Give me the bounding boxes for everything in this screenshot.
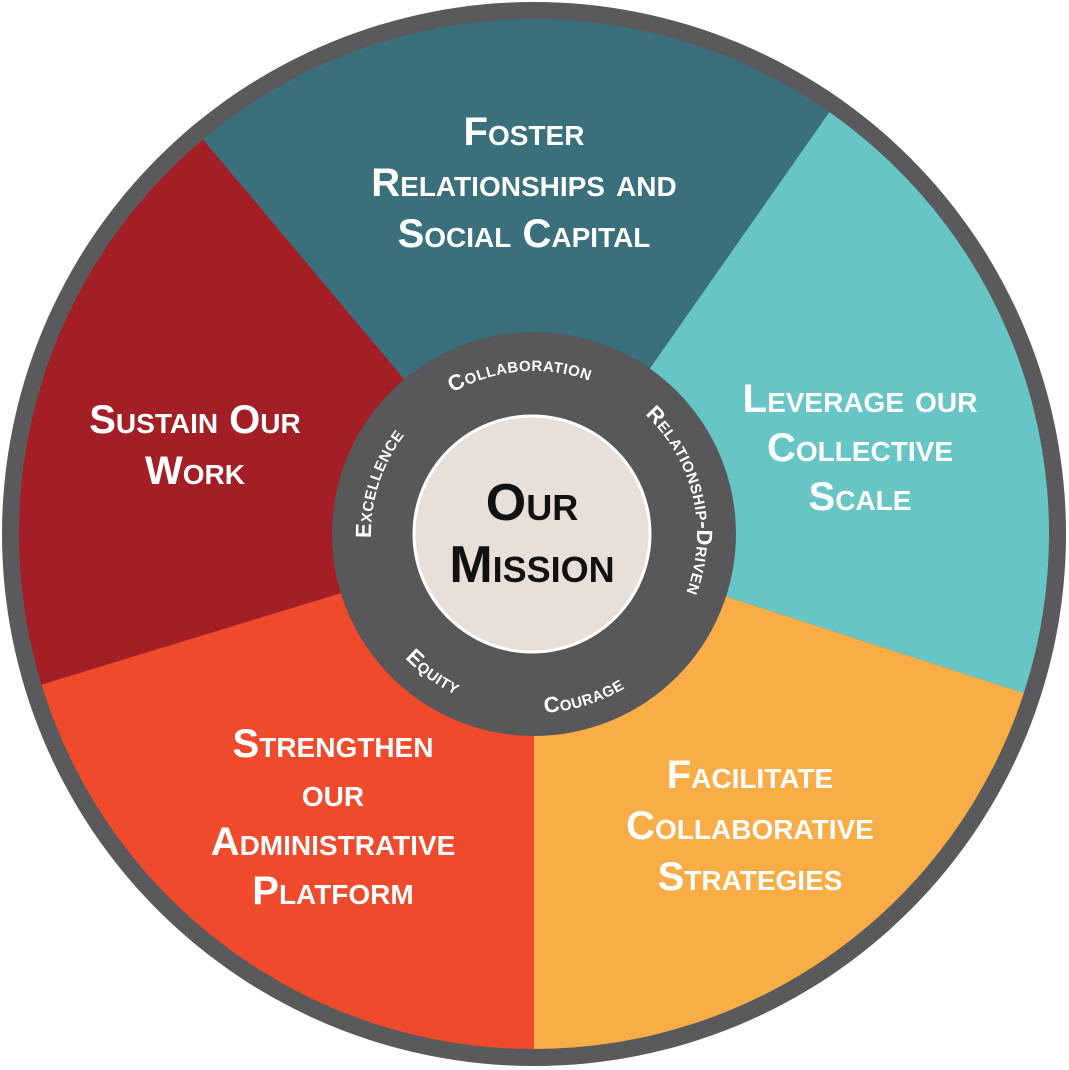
segment-label-line: Work bbox=[145, 449, 245, 493]
center-title-line2: Mission bbox=[449, 536, 614, 594]
segment-label-line: Administrative bbox=[211, 820, 456, 864]
segment-label-line: Scale bbox=[809, 475, 912, 519]
segment-label-line: Sustain Our bbox=[89, 398, 301, 442]
segment-label-line: Strategies bbox=[658, 855, 843, 899]
segment-label-line: Collective bbox=[767, 426, 953, 470]
segment-label-line: our bbox=[302, 771, 364, 815]
segment-label-line: Leverage our bbox=[743, 377, 978, 421]
segment-label-line: Social Capital bbox=[398, 212, 651, 256]
center-disc bbox=[412, 414, 652, 654]
segment-label-line: Collaborative bbox=[626, 804, 874, 848]
segment-label-line: Strengthen bbox=[233, 722, 434, 766]
segment-label-line: Relationships and bbox=[371, 161, 677, 205]
segment-label-line: Foster bbox=[464, 110, 585, 154]
segment-foster bbox=[202, 19, 830, 535]
segment-label-line: Platform bbox=[252, 869, 413, 913]
segment-label-line: Facilitate bbox=[667, 753, 833, 797]
center-title-line1: Our bbox=[486, 474, 578, 532]
